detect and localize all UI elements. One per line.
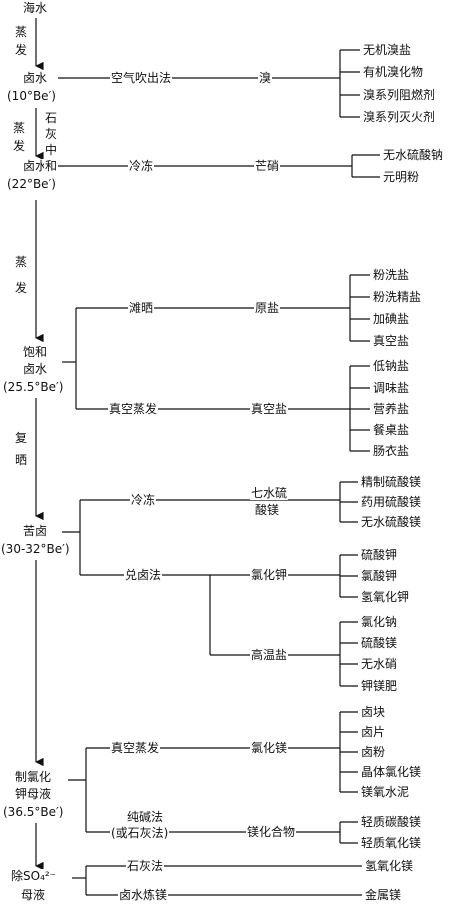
- product-metal-mg: 金属镁: [364, 888, 403, 902]
- node-saturated-degree: (25.5°Be′): [3, 380, 64, 394]
- node-desulf-liquor-line2: 母液: [20, 888, 47, 902]
- step-evaporate-3b: 发: [14, 280, 28, 296]
- product-htsalt-1: 氯化钠: [360, 615, 399, 629]
- step-lime-4: 和: [44, 158, 58, 174]
- product-htsalt-3: 无水硝: [360, 657, 399, 671]
- process-vacuum-evap-2: 真空蒸发: [110, 741, 161, 755]
- product-raw-salt-3: 加碘盐: [372, 312, 411, 326]
- intermediate-kcl: 氯化钾: [250, 568, 289, 582]
- node-desulf-liquor-line1: 除SO₄²⁻: [10, 869, 58, 883]
- product-vacuum-salt-4: 餐桌盐: [372, 423, 411, 437]
- product-vacuum-salt-3: 营养盐: [372, 402, 411, 416]
- step-recrystallize-b: 晒: [14, 452, 28, 468]
- process-soda-line2: (或石灰法): [110, 826, 170, 840]
- product-htsalt-2: 硫酸镁: [360, 636, 399, 650]
- step-evaporate-2b: 发: [12, 138, 26, 154]
- product-epsom-1: 精制硫酸镁: [360, 475, 423, 489]
- product-htsalt-4: 钾镁肥: [360, 679, 399, 693]
- intermediate-mirabilite: 芒硝: [254, 159, 281, 173]
- intermediate-bromine: 溴: [258, 71, 273, 85]
- node-saturated-line1: 饱和: [22, 345, 49, 359]
- product-bromine-4: 溴系列灭火剂: [362, 110, 437, 124]
- product-vacuum-salt-2: 调味盐: [372, 381, 411, 395]
- product-mg-hydroxide: 氢氧化镁: [364, 859, 415, 873]
- node-brine-10-degree: (10°Be′): [7, 89, 56, 103]
- product-kcl-3: 氢氧化钾: [360, 590, 411, 604]
- process-freeze-2: 冷冻: [130, 493, 157, 507]
- product-mgcl2-3: 卤粉: [360, 745, 387, 759]
- step-evaporate-1a: 蒸: [14, 24, 28, 40]
- product-mgcl2-1: 卤块: [360, 705, 387, 719]
- product-mirabilite-2: 元明粉: [382, 170, 421, 184]
- product-bromine-2: 有机溴化物: [362, 65, 425, 79]
- product-mgcl2-4: 晶体氯化镁: [360, 765, 423, 779]
- product-mg-compound-1: 轻质碳酸镁: [360, 815, 423, 829]
- product-raw-salt-4: 真空盐: [372, 334, 411, 348]
- node-mgcl-liquor-line2: 钾母液: [14, 787, 53, 801]
- product-raw-salt-1: 粉洗盐: [372, 268, 411, 282]
- step-lime-2: 灰: [44, 126, 58, 142]
- process-vacuum-evap-1: 真空蒸发: [108, 402, 159, 416]
- intermediate-epsom-line2: 酸镁: [254, 503, 281, 517]
- process-air-blow: 空气吹出法: [110, 71, 173, 85]
- intermediate-raw-salt: 原盐: [254, 301, 281, 315]
- step-lime-1: 石: [44, 110, 58, 126]
- node-bittern: 苦卤: [22, 524, 49, 538]
- node-mgcl-liquor-degree: (36.5°Be′): [3, 805, 64, 819]
- intermediate-vacuum-salt: 真空盐: [250, 402, 289, 416]
- process-freeze-1: 冷冻: [128, 159, 155, 173]
- process-brine-magnesium: 卤水炼镁: [118, 888, 169, 902]
- product-bromine-3: 溴系列阻燃剂: [362, 88, 437, 102]
- process-sun-dry: 滩晒: [128, 301, 155, 315]
- node-brine-10: 卤水: [22, 71, 49, 85]
- product-kcl-1: 硫酸钾: [360, 548, 399, 562]
- product-mgcl2-5: 镁氧水泥: [360, 785, 411, 799]
- product-vacuum-salt-5: 肠衣盐: [372, 444, 411, 458]
- step-lime-3: 中: [44, 142, 58, 158]
- product-kcl-2: 氯酸钾: [360, 569, 399, 583]
- node-mgcl-liquor-line1: 制氯化: [14, 770, 53, 784]
- product-mirabilite-1: 无水硫酸钠: [382, 148, 445, 162]
- product-epsom-2: 药用硫酸镁: [360, 495, 423, 509]
- intermediate-high-temp-salt: 高温盐: [250, 648, 289, 662]
- process-soda-line1: 纯碱法: [126, 810, 165, 824]
- step-evaporate-3a: 蒸: [14, 254, 28, 270]
- product-mgcl2-2: 卤片: [360, 725, 387, 739]
- product-epsom-3: 无水硫酸镁: [360, 515, 423, 529]
- node-brine-22: 卤水: [22, 159, 49, 173]
- process-mixing: 兑卤法: [124, 568, 163, 582]
- step-evaporate-1b: 发: [14, 42, 28, 58]
- intermediate-mgcl2: 氯化镁: [250, 741, 289, 755]
- process-lime: 石灰法: [126, 859, 165, 873]
- product-vacuum-salt-1: 低钠盐: [372, 359, 411, 373]
- intermediate-epsom-line1: 七水硫: [250, 486, 289, 500]
- node-brine-22-degree: (22°Be′): [7, 177, 56, 191]
- step-recrystallize-a: 复: [14, 430, 28, 446]
- product-raw-salt-2: 粉洗精盐: [372, 290, 423, 304]
- step-evaporate-2a: 蒸: [12, 120, 26, 136]
- product-bromine-1: 无机溴盐: [362, 43, 413, 57]
- node-seawater: 海水: [22, 1, 49, 15]
- node-bittern-degree: (30-32°Be′): [1, 542, 70, 556]
- intermediate-mg-compounds: 镁化合物: [246, 825, 297, 839]
- product-mg-compound-2: 轻质氧化镁: [360, 836, 423, 850]
- node-saturated-line2: 卤水: [22, 362, 49, 376]
